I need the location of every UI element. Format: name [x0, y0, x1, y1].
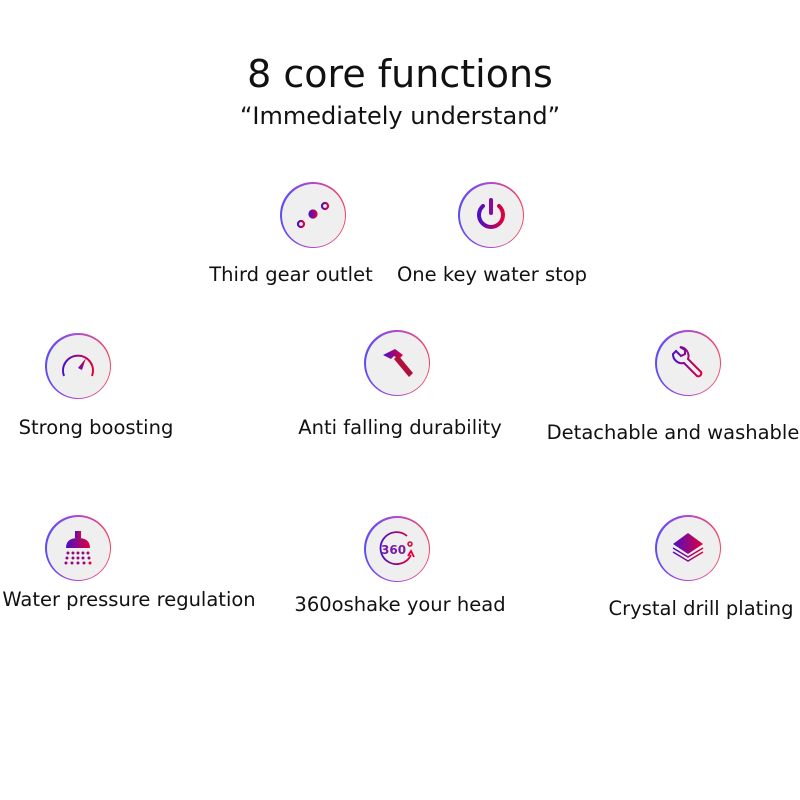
feature-label: Strong boosting	[18, 416, 174, 439]
feature-circle	[280, 182, 346, 248]
feature-circle	[655, 330, 721, 396]
hammer-icon	[383, 349, 413, 377]
feature-circle: 360	[364, 516, 430, 582]
feature-label: Anti falling durability	[298, 416, 502, 439]
page-subtitle: “Immediately understand”	[239, 102, 561, 130]
feature-label: Water pressure regulation	[2, 588, 256, 611]
feature-circle	[45, 333, 111, 399]
feature-label: Crystal drill plating	[608, 597, 794, 620]
feature-circle	[45, 515, 111, 581]
power-icon	[477, 198, 505, 229]
feature-label: Third gear outlet	[209, 263, 373, 286]
feature-circle	[364, 330, 430, 396]
feature-label: One key water stop	[396, 263, 588, 286]
feature-circle	[458, 182, 524, 248]
gauge-icon	[62, 354, 94, 377]
feature-label: Detachable and washable	[546, 421, 800, 444]
svg-text:360: 360	[381, 543, 406, 557]
wrench-icon	[671, 346, 703, 378]
sliders-icon	[296, 199, 330, 231]
feature-circle	[655, 515, 721, 581]
feature-label: 360oshake your head	[294, 593, 506, 616]
rotate-360-icon: 360	[379, 531, 415, 565]
page-title: 8 core functions	[247, 52, 553, 96]
shower-head-icon	[64, 531, 92, 565]
layers-icon	[672, 533, 704, 562]
